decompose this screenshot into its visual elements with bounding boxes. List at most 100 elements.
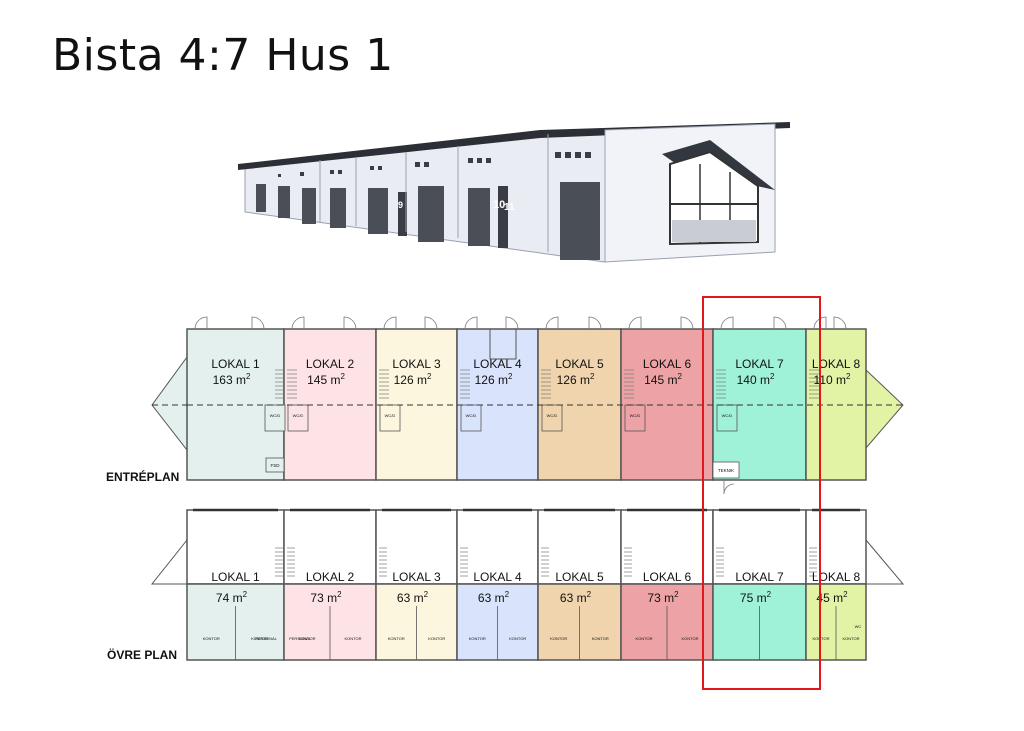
entre-lokal-5-area: 126 m2 [557, 372, 595, 387]
ovre-plan-labels: LOKAL 1 74 m2 LOKAL 2 73 m2 LOKAL 3 63 m2 LOKA… [211, 570, 860, 605]
entre-lokal-8-area: 110 m2 [814, 372, 851, 387]
door-swing [464, 316, 478, 330]
plan-details: WC/D KONTOR KONTOR WC/D KONTOR KONTOR WC/D KONT… [152, 316, 903, 660]
ovre-lokal-4-area: 63 m2 [478, 590, 510, 605]
wc-room [624, 404, 646, 432]
entre-lokal-7-name: LOKAL 7 [735, 357, 784, 371]
area-superscript: 2 [590, 372, 595, 381]
entre-lokal-4-name: LOKAL 4 [473, 357, 522, 371]
door-swing [194, 316, 208, 330]
entre-lokal-6-area: 145 m2 [644, 372, 682, 387]
kontor-label: KONTOR [203, 636, 220, 641]
entre-lokal-3-name: LOKAL 3 [392, 357, 441, 371]
area-superscript: 2 [674, 590, 679, 599]
ovre-lokal-1-area: 74 m2 [216, 590, 248, 605]
area-superscript: 2 [505, 590, 510, 599]
door-swing [251, 316, 265, 330]
kontor-label: KONTOR [388, 636, 405, 641]
door-swing [628, 316, 642, 330]
teknik-room [712, 461, 740, 479]
ovre-lokal-5-name: LOKAL 5 [555, 570, 604, 584]
ovre-open-lokal-6 [620, 509, 714, 585]
wc-label: WC/D [293, 413, 304, 418]
entre-lokal-8-name: LOKAL 8 [812, 357, 861, 371]
ovre-lokal-8-name: LOKAL 8 [812, 570, 861, 584]
wc-label: WC/D [547, 413, 558, 418]
ovre-lokal-7-area: 75 m2 [740, 590, 772, 605]
wc-room [541, 404, 563, 432]
kontor-label: KONTOR [428, 636, 445, 641]
kontor-label: KONTOR [812, 636, 829, 641]
door-swing [833, 316, 847, 330]
lokal-7-highlight [702, 296, 821, 690]
fsd-label: FSD [271, 463, 281, 468]
kontor-label: KONTOR [298, 636, 315, 641]
area-superscript: 2 [243, 590, 248, 599]
kontor-label: KONTOR [344, 636, 361, 641]
entreplan-label: ENTRÉPLAN [106, 470, 180, 484]
door-number-11: 11 [504, 202, 515, 213]
personal-label: PERSONAL [289, 636, 312, 641]
door-swing [773, 316, 787, 330]
ovre-lokal-1-name: LOKAL 1 [211, 570, 260, 584]
wc-label: WC/D [722, 413, 733, 418]
door-swing [588, 316, 602, 330]
wc-room [287, 404, 309, 432]
ovre-lokal-4-name: LOKAL 4 [473, 570, 522, 584]
area-superscript: 2 [843, 590, 848, 599]
area-superscript: 2 [246, 372, 251, 381]
entre-lokal-1-area: 163 m2 [213, 372, 251, 387]
entre-lokal-2-name: LOKAL 2 [306, 357, 355, 371]
teknik-label: TEKNIK [718, 468, 734, 473]
ovre-lokal-2-name: LOKAL 2 [306, 570, 355, 584]
ovre-lokal-2-area: 73 m2 [310, 590, 342, 605]
area-superscript: 2 [677, 372, 682, 381]
ovre-lokal-3-area: 63 m2 [397, 590, 429, 605]
area-superscript: 2 [770, 372, 775, 381]
page-title: Bista 4:7 Hus 1 [52, 30, 394, 81]
ovre-plan-label: ÖVRE PLAN [107, 648, 178, 662]
area-superscript: 2 [508, 372, 513, 381]
entre-lokal-2-area: 145 m2 [307, 372, 345, 387]
door-swing [813, 316, 827, 330]
door-number-9: 9 [398, 200, 403, 210]
wc-room [379, 404, 401, 432]
ovre-lokal-5-area: 63 m2 [560, 590, 592, 605]
ovre-lokal-7-name: LOKAL 7 [735, 570, 784, 584]
kontor-label: KONTOR [251, 636, 268, 641]
area-superscript: 2 [846, 372, 851, 381]
door-swing [720, 316, 734, 330]
door-swing [723, 480, 735, 495]
ovre-open-lokal-4 [456, 509, 539, 585]
area-superscript: 2 [767, 590, 772, 599]
ovre-lokal-6-area: 73 m2 [647, 590, 679, 605]
wc-label: WC/D [466, 413, 477, 418]
wc-label: WC/D [385, 413, 396, 418]
door-swing [291, 316, 305, 330]
ovre-right-gable [865, 538, 905, 585]
entre-room-lokal-8 [805, 328, 867, 481]
kontor-label: KONTOR [469, 636, 486, 641]
door-swing [424, 316, 438, 330]
door-swing [505, 316, 519, 330]
kontor-label: KONTOR [592, 636, 609, 641]
ovre-lokal-3-name: LOKAL 3 [392, 570, 441, 584]
entre-right-gable [865, 368, 904, 450]
door-number-10: 10 [493, 199, 505, 211]
ovre-lokal-6-name: LOKAL 6 [643, 570, 692, 584]
entre-lokal-7-area: 140 m2 [737, 372, 775, 387]
entre-lokal-5-name: LOKAL 5 [555, 357, 604, 371]
door-swing [680, 316, 694, 330]
ovre-lokal-8-area: 45 m2 [816, 590, 848, 605]
wc-label: WC/D [270, 413, 281, 418]
entre-left-gable [151, 355, 188, 452]
kontor-label: KONTOR [550, 636, 567, 641]
area-superscript: 2 [424, 590, 429, 599]
door-swing [545, 316, 559, 330]
ovre-open-lokal-5 [537, 509, 622, 585]
door-swing [383, 316, 397, 330]
door-swing [343, 316, 357, 330]
ovre-left-gable [150, 538, 188, 585]
